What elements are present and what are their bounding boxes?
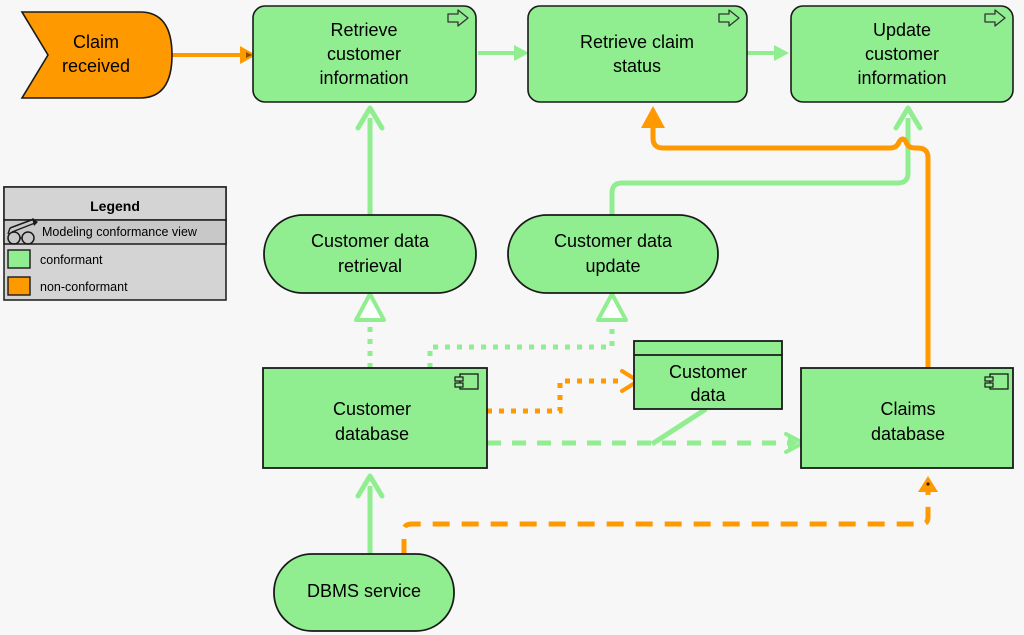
legend-viewpoint-label: Modeling conformance view [42,225,198,239]
claims-database-label-line1: Claims [880,399,935,419]
customer-data-label-line1: Customer [669,362,747,382]
node-update-customer-information[interactable]: Update customer information [790,5,1014,103]
retrieve-customer-information-label-line1: Retrieve [330,20,397,40]
update-customer-information-label-line3: information [857,68,946,88]
retrieve-customer-information-label-line3: information [319,68,408,88]
update-customer-information-label-line1: Update [873,20,931,40]
viewpoint-glasses-icon [7,218,38,245]
node-dbms-service[interactable]: DBMS service [273,553,455,632]
retrieve-customer-information-label-line2: customer [327,44,401,64]
claims-database-label-line2: database [871,424,945,444]
claim-received-label-line1: Claim [73,32,119,52]
connection-claim-received-to-retrieve-customer-information [172,46,256,64]
customer-database-label-line2: database [335,424,409,444]
claim-received-label-line2: received [62,56,130,76]
connection-customer-database-accesses-customer-data [487,369,640,414]
legend-swatch-non-conformant [7,276,31,296]
node-customer-data-update[interactable]: Customer data update [507,214,719,294]
connection-retrieve-customer-information-to-retrieve-claim-status [478,45,529,61]
process-arrow-icon [447,9,469,27]
customer-data-update-label-line1: Customer data [554,231,673,251]
connection-dbms-service-serves-customer-database [355,473,385,556]
customer-data-retrieval-label-line2: retrieval [338,256,402,276]
node-claim-received[interactable]: Claim received [20,11,173,99]
node-claims-database[interactable]: Claims database [800,367,1014,469]
connection-customer-data-update-serves-update-customer-information [609,105,923,218]
customer-database-label-line1: Customer [333,399,411,419]
node-customer-data-retrieval[interactable]: Customer data retrieval [263,214,477,294]
connection-retrieve-claim-status-to-update-customer-information [745,45,789,61]
legend-swatch-conformant [7,249,31,269]
component-icon [984,373,1009,390]
dbms-service-label: DBMS service [307,581,421,601]
connection-claims-database-serves-retrieve-claim-status [641,106,931,368]
connection-customer-data-retrieval-serves-retrieve-customer-information [355,105,385,218]
connection-customer-database-realizes-customer-data-update [427,292,628,368]
connection-dbms-service-serves-claims-database [401,476,938,556]
connection-customer-database-realizes-customer-data-retrieval [354,292,386,368]
process-arrow-icon [984,9,1006,27]
retrieve-claim-status-label-line2: status [613,56,661,76]
component-icon [454,373,479,390]
customer-data-label-line2: data [690,385,726,405]
legend-title: Legend [90,198,140,214]
legend-label-non-conformant: non-conformant [40,280,128,294]
connection-customer-data-association [650,406,708,447]
legend: Legend Modeling conformance view conform… [3,186,227,301]
node-retrieve-claim-status[interactable]: Retrieve claim status [527,5,748,103]
legend-label-conformant: conformant [40,253,103,267]
connection-customer-database-to-claims-database [487,432,805,454]
retrieve-claim-status-label-line1: Retrieve claim [580,32,694,52]
node-retrieve-customer-information[interactable]: Retrieve customer information [252,5,477,103]
node-customer-data[interactable]: Customer data [633,340,783,410]
process-arrow-icon [718,9,740,27]
customer-data-retrieval-label-line1: Customer data [311,231,430,251]
customer-data-update-label-line2: update [585,256,640,276]
node-customer-database[interactable]: Customer database [262,367,488,469]
update-customer-information-label-line2: customer [865,44,939,64]
